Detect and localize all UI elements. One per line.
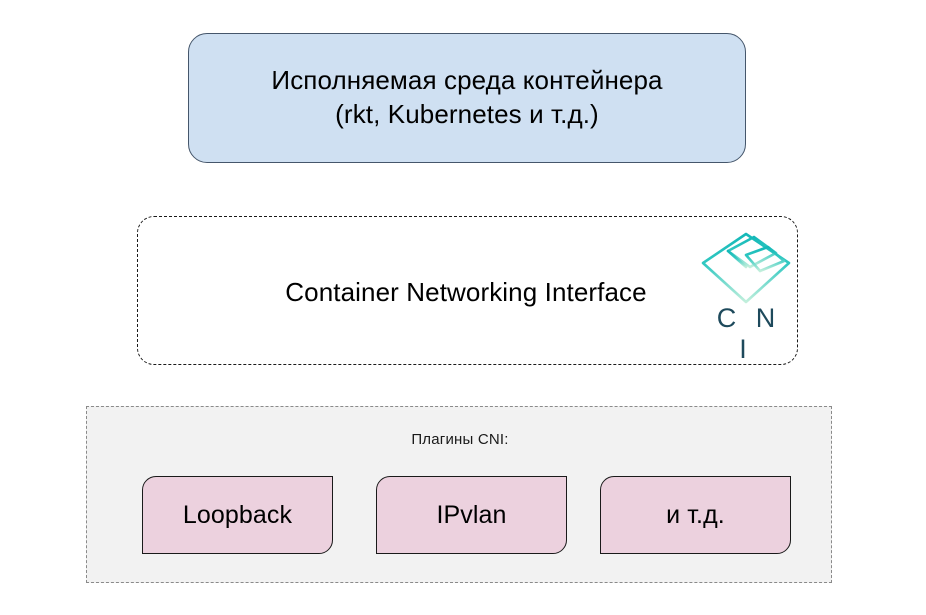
container-runtime-line1: Исполняемая среда контейнера [271, 65, 663, 96]
cni-plugins-container: Плагины CNI: Loopback IPvlan и т.д. [86, 406, 832, 583]
container-runtime-label: Исполняемая среда контейнера (rkt, Kuber… [271, 64, 662, 132]
cni-plugins-row: Loopback IPvlan и т.д. [87, 407, 833, 584]
container-runtime-box: Исполняемая среда контейнера (rkt, Kuber… [188, 33, 746, 163]
cni-plugins-label: Плагины CNI: [411, 431, 509, 448]
cni-layer-box: Container Networking Interface [137, 216, 798, 365]
container-runtime-line2: (rkt, Kubernetes и т.д.) [335, 99, 599, 129]
plugin-card-ipvlan: IPvlan [376, 476, 567, 554]
plugin-card-etc: и т.д. [600, 476, 791, 554]
cni-logo-diamond-icon [698, 229, 794, 307]
plugin-card-loopback: Loopback [142, 476, 333, 554]
cni-logo-wordmark: C N I [716, 303, 782, 364]
cni-logo: C N I [698, 229, 794, 364]
cni-layer-title: Container Networking Interface [285, 277, 647, 307]
